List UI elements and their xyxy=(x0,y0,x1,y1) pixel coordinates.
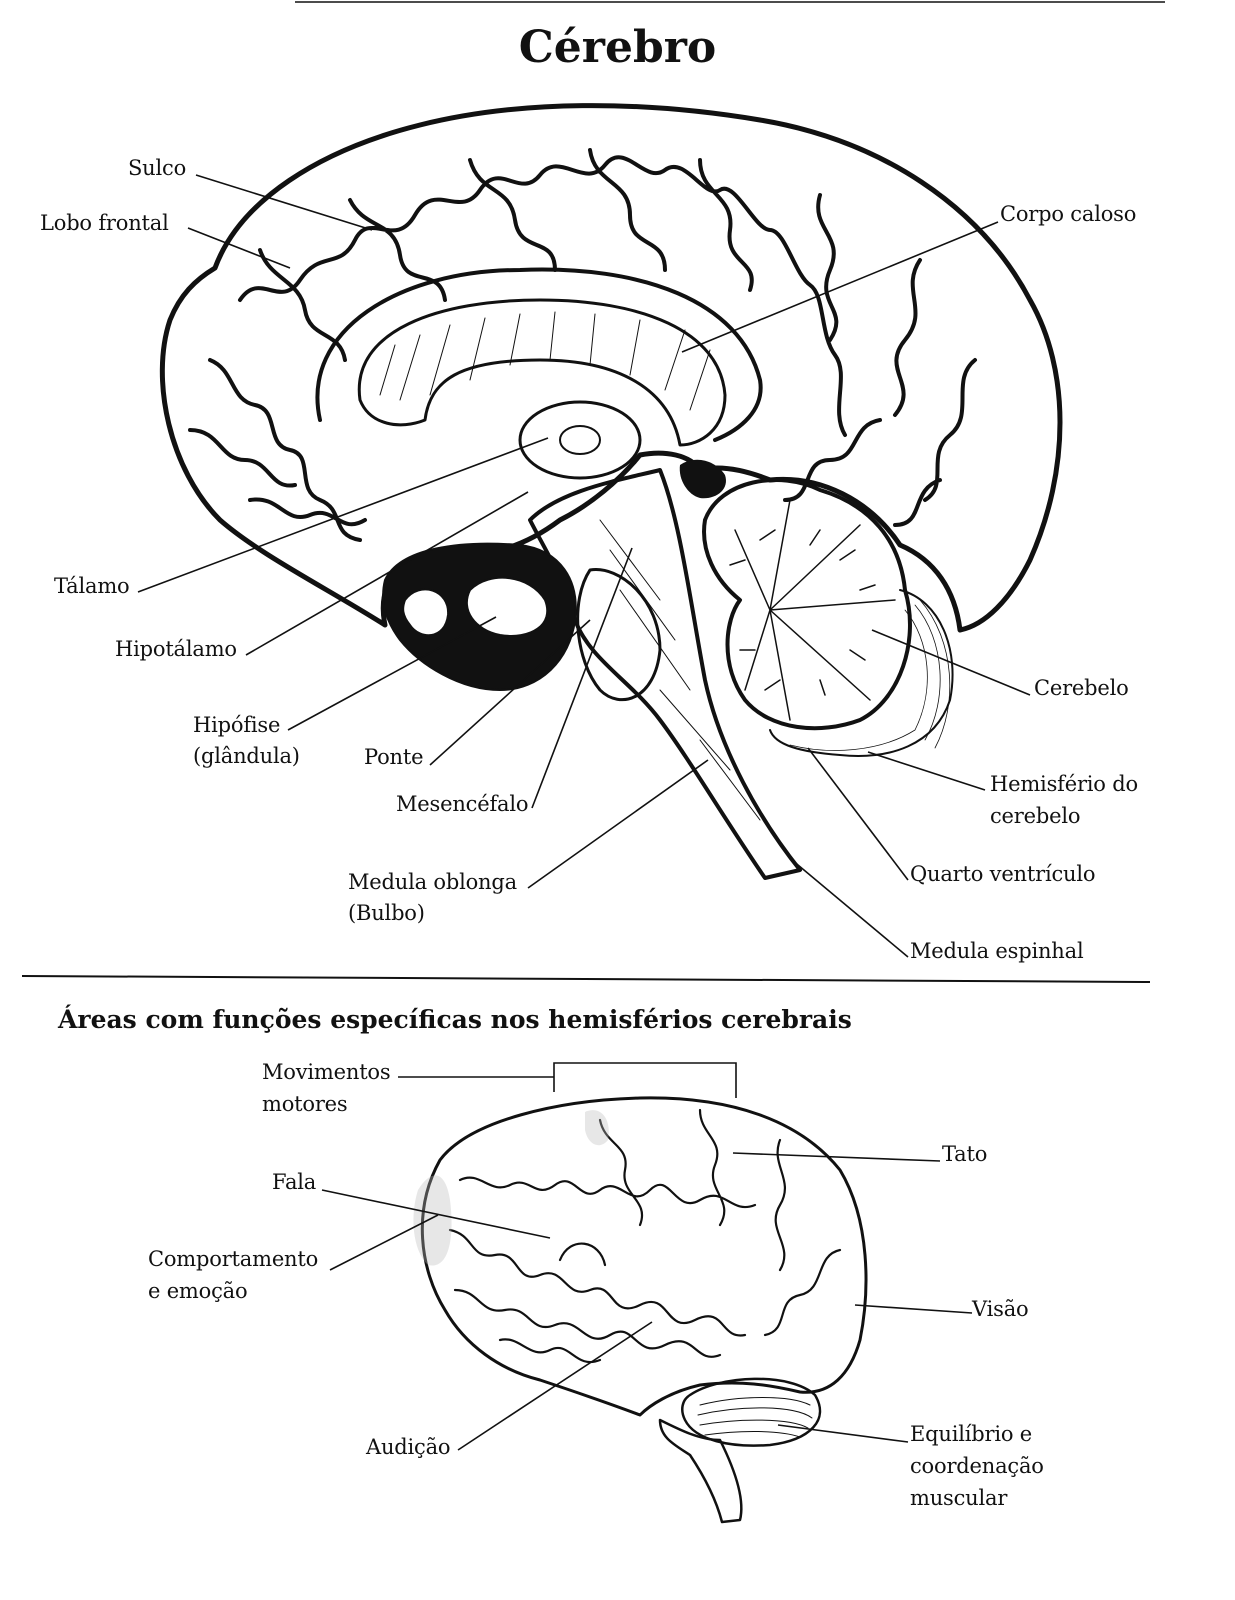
corpus-callosum-hatching xyxy=(379,311,711,411)
label-comportamento: Comportamento xyxy=(148,1247,319,1271)
label-ponte: Ponte xyxy=(364,745,424,769)
label-lobo-frontal: Lobo frontal xyxy=(40,211,169,235)
leader-cerebelo xyxy=(871,629,1031,696)
cerebellum-arbor-vitae xyxy=(729,499,896,721)
label-corpo-caloso: Corpo caloso xyxy=(1000,202,1137,226)
thalamus-core xyxy=(559,425,601,455)
lateral-leader-lines xyxy=(321,1076,973,1451)
label-cerebelo: Cerebelo xyxy=(1034,676,1129,700)
sagittal-leader-lines xyxy=(137,174,1031,958)
frontal-shaded-area xyxy=(413,1175,452,1266)
pons-shape xyxy=(576,568,662,701)
label-quarto-ventriculo: Quarto ventrículo xyxy=(910,862,1096,886)
lateral-cerebellum-lines xyxy=(697,1397,813,1438)
thalamus-shape xyxy=(518,400,642,480)
label-movimentos-2: motores xyxy=(262,1092,348,1116)
brainstem-hatching xyxy=(599,519,761,821)
leader-tato xyxy=(732,1152,941,1162)
label-hipofise: Hipófise xyxy=(193,713,281,737)
motor-shaded-area xyxy=(585,1110,609,1146)
leader-visao xyxy=(854,1304,973,1314)
lateral-cerebrum-outline xyxy=(420,1096,868,1417)
label-medula-espinhal: Medula espinhal xyxy=(910,939,1084,963)
cingulate-gyrus xyxy=(315,267,763,442)
label-comportamento-2: e emoção xyxy=(148,1279,248,1303)
label-equilibrio: Equilíbrio e xyxy=(910,1422,1032,1446)
leader-hipofise xyxy=(287,616,497,731)
leader-mesencefalo xyxy=(531,547,633,809)
cerebellar-hemisphere xyxy=(769,589,954,757)
leader-sulco xyxy=(195,174,373,231)
leader-fala xyxy=(321,1189,551,1239)
lateral-cerebellum xyxy=(681,1377,822,1447)
label-fala: Fala xyxy=(272,1170,317,1194)
label-medula-oblonga-2: (Bulbo) xyxy=(348,901,425,925)
label-tato: Tato xyxy=(942,1142,988,1166)
label-movimentos: Movimentos xyxy=(262,1060,391,1084)
leader-talamo xyxy=(137,437,549,593)
label-audicao: Audição xyxy=(366,1435,451,1459)
leader-medula-espinhal xyxy=(791,859,909,958)
hypothalamus-lobe xyxy=(402,588,450,637)
corpus-callosum xyxy=(357,298,727,447)
section-separator xyxy=(21,975,1151,983)
label-hipofise-2: (glândula) xyxy=(193,744,300,768)
section-title: Áreas com funções específicas nos hemisf… xyxy=(58,1005,852,1034)
label-hemisferio-2: cerebelo xyxy=(990,804,1081,828)
label-equilibrio-3: muscular xyxy=(910,1486,1008,1510)
leader-quarto-ventriculo xyxy=(807,747,909,881)
page-title: Cérebro xyxy=(518,22,717,73)
hemisphere-hatching xyxy=(789,599,951,751)
leader-hipotalamo xyxy=(245,491,529,656)
brainstem xyxy=(528,468,802,880)
lateral-gyri xyxy=(448,1108,842,1364)
leader-hemisferio xyxy=(867,751,986,791)
leader-lobo-frontal xyxy=(187,227,291,269)
cerebellum-shape xyxy=(702,478,912,731)
label-mesencefalo: Mesencéfalo xyxy=(396,792,529,816)
leader-comportamento xyxy=(329,1214,439,1271)
leader-corpo-caloso xyxy=(681,221,999,353)
label-hipotalamo: Hipotálamo xyxy=(115,637,237,661)
lateral-brainstem xyxy=(658,1418,743,1524)
label-medula-oblonga: Medula oblonga xyxy=(348,870,517,894)
leader-equilibrio xyxy=(777,1424,909,1443)
leader-audicao xyxy=(457,1321,653,1451)
lateral-brain-drawing xyxy=(413,1096,868,1524)
label-hemisferio: Hemisfério do xyxy=(990,772,1138,796)
label-equilibrio-2: coordenação xyxy=(910,1454,1044,1478)
label-talamo: Tálamo xyxy=(54,574,130,598)
label-sulco: Sulco xyxy=(128,156,187,180)
gyri-folds xyxy=(188,148,977,542)
motor-bracket xyxy=(553,1062,737,1098)
fourth-ventricle-mark xyxy=(679,459,726,499)
leader-medula-oblonga xyxy=(527,759,709,889)
leader-ponte xyxy=(429,619,591,766)
label-visao: Visão xyxy=(972,1297,1029,1321)
sagittal-brain-drawing xyxy=(159,103,1063,880)
